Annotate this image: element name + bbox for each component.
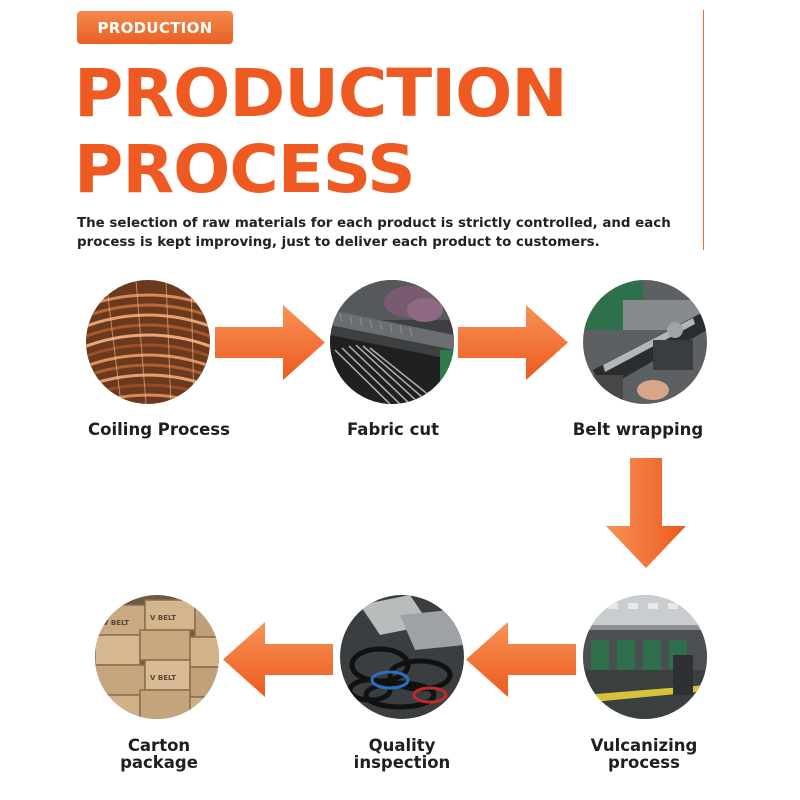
step-label-quality-line1: Quality [368, 736, 436, 755]
belt-wrapping-image [583, 280, 707, 404]
vulcanizing-factory-photo-icon [583, 595, 707, 719]
step-label-vulcanizing-line2: process [608, 753, 680, 772]
fabric-cutting-photo-icon [330, 280, 454, 404]
page-subtitle: The selection of raw materials for each … [77, 214, 697, 252]
title-line-1: PRODUCTION [74, 55, 568, 132]
step-label-vulcanizing: Vulcanizing process [549, 737, 739, 771]
belts-inspection-photo-icon [340, 595, 464, 719]
step-label-coiling-text: Coiling Process [88, 420, 230, 439]
subtitle-line-1: The selection of raw materials for each … [77, 216, 671, 231]
belt-wrapping-machine-photo-icon [583, 280, 707, 404]
svg-text:V BELT: V BELT [150, 674, 176, 682]
fabric-cut-image [330, 280, 454, 404]
arrow-left-2-icon [223, 622, 333, 697]
divider-line [703, 10, 704, 250]
step-label-carton-line2: package [120, 753, 198, 772]
coiling-process-image [86, 280, 210, 404]
step-label-carton: Carton package [64, 737, 254, 771]
copper-coil-photo-icon [86, 280, 210, 404]
svg-text:V BELT: V BELT [103, 619, 129, 627]
carton-boxes-photo-icon: V BELT V BELT V BELT [95, 595, 219, 719]
arrow-left-1-icon [466, 622, 576, 697]
step-label-vulcanizing-line1: Vulcanizing [590, 736, 698, 755]
arrow-right-1-icon [215, 305, 325, 380]
step-label-fabric-cut: Fabric cut [298, 421, 488, 438]
title-line-2: PROCESS [74, 131, 416, 208]
subtitle-line-2: process is kept improving, just to deliv… [77, 235, 600, 250]
step-label-fabric-cut-text: Fabric cut [347, 420, 439, 439]
step-label-carton-line1: Carton [127, 736, 191, 755]
vulcanizing-process-image [583, 595, 707, 719]
section-badge: PRODUCTION [77, 11, 233, 44]
step-label-quality: Quality inspection [307, 737, 497, 771]
step-label-quality-line2: inspection [353, 753, 451, 772]
arrow-down-icon [606, 458, 686, 568]
arrow-right-2-icon [458, 305, 568, 380]
quality-inspection-image [340, 595, 464, 719]
svg-text:V BELT: V BELT [150, 614, 176, 622]
page-title: PRODUCTION PROCESS [74, 56, 706, 208]
step-label-belt-wrapping: Belt wrapping [543, 421, 733, 438]
step-label-coiling: Coiling Process [64, 421, 254, 438]
step-label-belt-wrapping-text: Belt wrapping [572, 420, 704, 439]
carton-package-image: V BELT V BELT V BELT [95, 595, 219, 719]
